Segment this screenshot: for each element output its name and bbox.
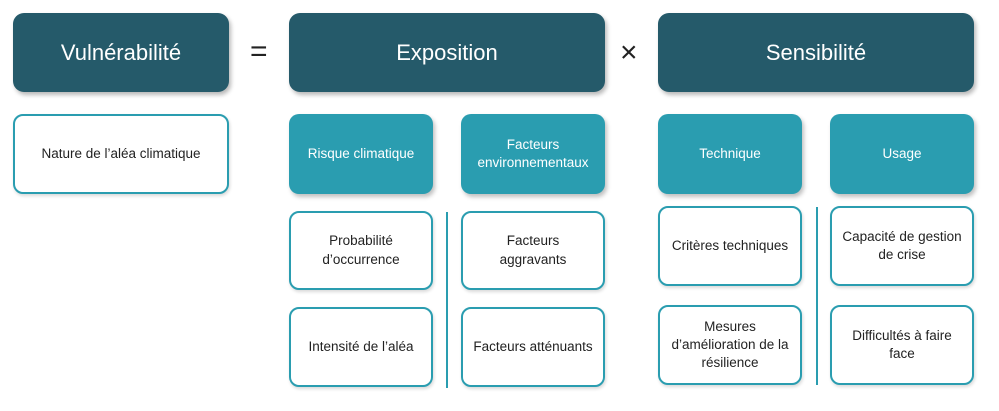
- vulnerabilite-item-nature-alea: Nature de l’aléa climatique: [13, 114, 229, 194]
- sensibilite-item-mesures-resilience: Mesures d’amélioration de la résilience: [658, 305, 802, 385]
- sensibilite-category-technique: Technique: [658, 114, 802, 194]
- vulnerabilite-header: Vulnérabilité: [13, 13, 229, 92]
- sensibilite-item-criteres-techniques: Critères techniques: [658, 206, 802, 286]
- sensibilite-item-capacite-gestion-crise: Capacité de gestion de crise: [830, 206, 974, 286]
- exposition-item-facteurs-aggravants: Facteurs aggravants: [461, 211, 605, 290]
- exposition-divider: [446, 212, 448, 388]
- exposition-category-facteurs-environnementaux: Facteurs environnementaux: [461, 114, 605, 194]
- equals-operator: =: [250, 35, 268, 68]
- exposition-item-probabilite-occurrence: Probabilité d’occurrence: [289, 211, 433, 290]
- exposition-item-intensite-alea: Intensité de l’aléa: [289, 307, 433, 387]
- sensibilite-item-difficultes-faire-face: Difficultés à faire face: [830, 305, 974, 385]
- sensibilite-divider: [816, 207, 818, 385]
- sensibilite-category-usage: Usage: [830, 114, 974, 194]
- exposition-item-facteurs-attenuants: Facteurs atténuants: [461, 307, 605, 387]
- times-operator: ×: [620, 36, 638, 69]
- exposition-header: Exposition: [289, 13, 605, 92]
- sensibilite-header: Sensibilité: [658, 13, 974, 92]
- exposition-category-risque-climatique: Risque climatique: [289, 114, 433, 194]
